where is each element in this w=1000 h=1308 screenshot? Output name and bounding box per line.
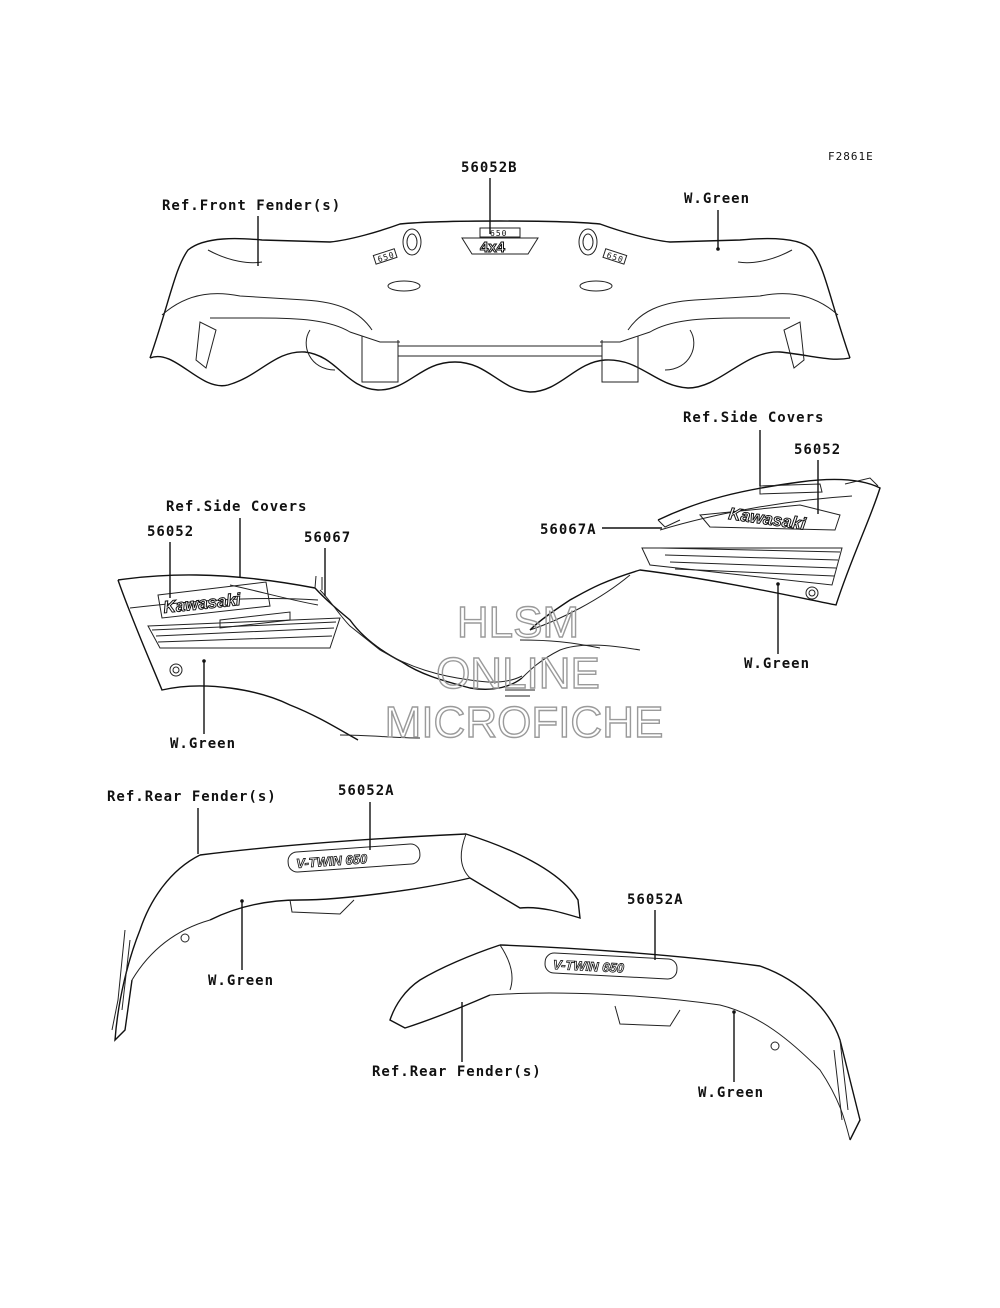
watermark-line-3: MICROFICHE [385,698,664,747]
front-ref-label: Ref.Front Fender(s) [162,198,341,214]
left-side-part-a: 56052 [147,524,194,540]
side-cover-callouts: Ref.Side Covers 56052 56067 W.Green Ref.… [147,410,841,752]
rear-left-ref-label: Ref.Rear Fender(s) [107,789,277,805]
rear-right-decal: V-TWIN 650 [553,957,625,976]
rear-fender-right: V-TWIN 650 [389,944,861,1141]
rear-left-color: W.Green [208,973,274,989]
front-callouts: 56052B Ref.Front Fender(s) W.Green [162,160,750,266]
front-part-number: 56052B [461,160,518,176]
watermark: HLSM ONLINE MICROFICHE [384,597,664,747]
rear-left-part: 56052A [338,783,395,799]
rear-right-ref-label: Ref.Rear Fender(s) [372,1064,542,1080]
front-decal-small-right: 650 [606,251,625,265]
right-side-color: W.Green [744,656,810,672]
left-side-color: W.Green [170,736,236,752]
right-kawasaki-decal: Kawasaki [727,504,808,534]
rear-fender-left: V-TWIN 650 [111,833,581,1042]
front-decal-small-left: 650 [376,250,395,264]
left-side-ref-label: Ref.Side Covers [166,499,307,515]
front-fender: 650 650 650 4x4 [149,220,851,393]
right-side-part-b: 56067A [540,522,597,538]
rear-callouts: Ref.Rear Fender(s) 56052A W.Green 56052A… [107,783,764,1101]
front-4x4-decal: 650 4x4 [461,227,539,257]
figure-code: F2861E [828,150,874,163]
front-color-label: W.Green [684,191,750,207]
front-decal-650-center: 650 [490,229,507,238]
rear-left-decal: V-TWIN 650 [296,851,369,871]
watermark-line-2: ONLINE [436,649,600,698]
left-kawasaki-decal: Kawasaki [162,590,242,617]
front-decal-650-right: 650 [602,248,628,265]
front-decal-main: 4x4 [480,239,506,256]
left-side-part-b: 56067 [304,530,351,546]
rear-right-part: 56052A [627,892,684,908]
right-side-ref-label: Ref.Side Covers [683,410,824,426]
rear-right-color: W.Green [698,1085,764,1101]
watermark-line-1: HLSM [457,598,579,647]
right-side-part-a: 56052 [794,442,841,458]
front-decal-650-left: 650 [372,248,398,265]
